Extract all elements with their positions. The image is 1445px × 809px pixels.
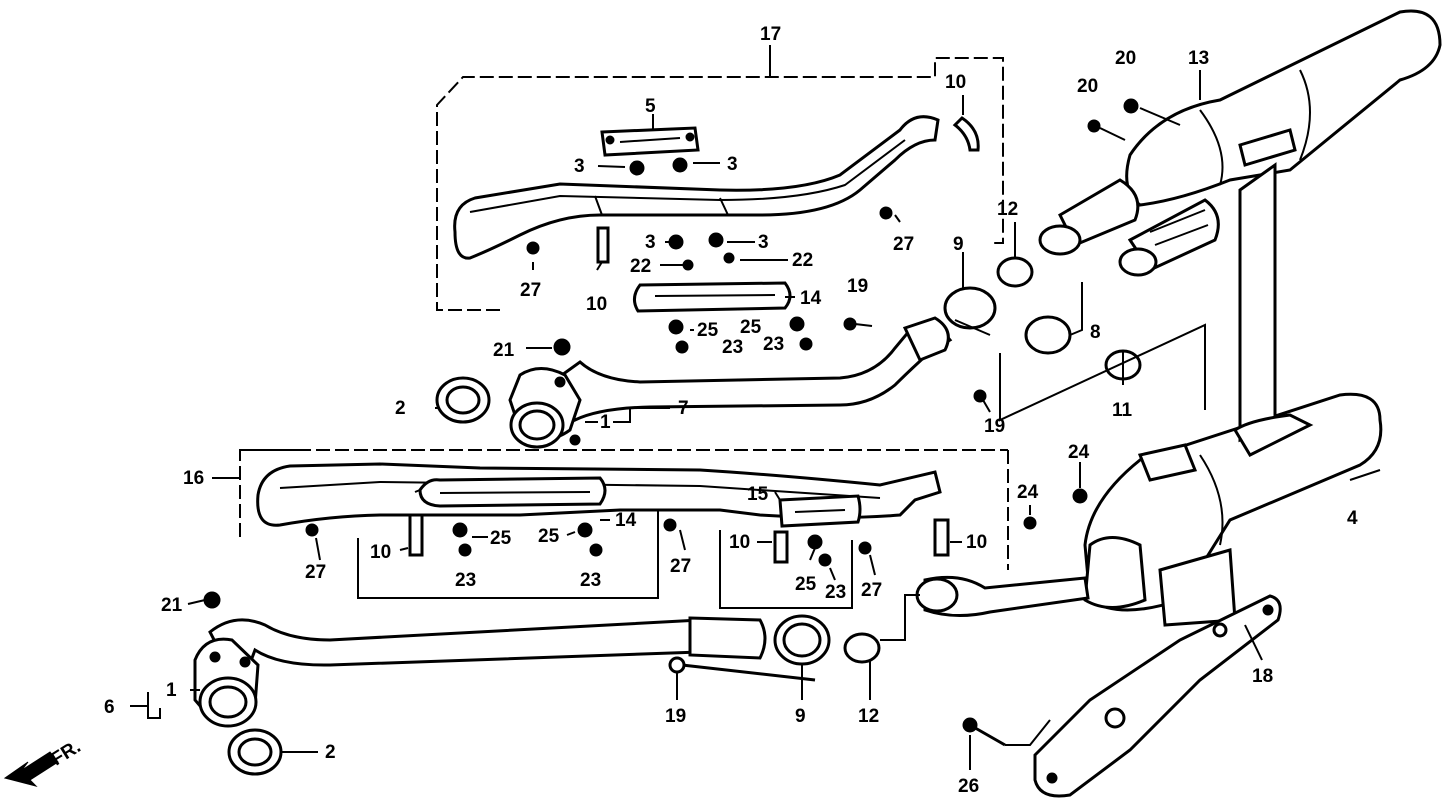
callout-1: 1	[166, 680, 177, 701]
gaskets	[227, 376, 491, 776]
callout-10: 10	[966, 532, 987, 553]
callout-22: 22	[630, 256, 651, 277]
callout-23: 23	[455, 570, 476, 591]
callout-9: 9	[953, 234, 964, 255]
upper-muffler-13	[1038, 9, 1442, 277]
hardware-dots	[203, 98, 1139, 747]
callout-20: 20	[1077, 76, 1098, 97]
front-direction-arrow: FR.	[3, 736, 85, 787]
callout-16: 16	[183, 468, 204, 489]
callout-22: 22	[792, 250, 813, 271]
callout-24: 24	[1017, 482, 1039, 503]
clamps	[668, 256, 1142, 682]
callout-25: 25	[740, 317, 762, 338]
callout-8: 8	[1090, 322, 1101, 343]
small-clamps-10	[408, 116, 980, 564]
callout-1: 1	[600, 412, 611, 433]
callout-3: 3	[727, 154, 738, 175]
callout-25: 25	[490, 528, 512, 549]
callout-27: 27	[861, 580, 882, 601]
callout-14: 14	[615, 510, 637, 531]
bracket-18	[1033, 594, 1282, 798]
callout-10: 10	[586, 294, 607, 315]
callout-14: 14	[800, 288, 822, 309]
callout-9: 9	[795, 706, 806, 727]
callout-2: 2	[325, 742, 336, 763]
callout-20: 20	[1115, 48, 1136, 69]
callout-21: 21	[493, 340, 515, 361]
bracket-5	[600, 126, 700, 157]
callout-10: 10	[945, 72, 966, 93]
callout-27: 27	[305, 562, 326, 583]
callout-10: 10	[729, 532, 750, 553]
callout-26: 26	[958, 776, 979, 797]
callout-19: 19	[847, 276, 868, 297]
callout-27: 27	[893, 234, 914, 255]
callout-25: 25	[538, 526, 560, 547]
callout-25: 25	[697, 320, 719, 341]
group-16-frame	[239, 449, 1009, 609]
callouts: 17 5 3 3 3 3 22 22 14 25 25 23 23 10 10 …	[104, 24, 1358, 797]
upper-heat-shield	[453, 115, 940, 260]
callout-24: 24	[1068, 442, 1090, 463]
callout-21: 21	[161, 595, 183, 616]
lower-muffler-4	[915, 392, 1383, 627]
callout-5: 5	[645, 96, 656, 117]
callout-4: 4	[1347, 508, 1358, 529]
leader-lines	[130, 70, 1381, 770]
callout-15: 15	[747, 484, 769, 505]
exhaust-pipe-6	[193, 616, 767, 728]
callout-11: 11	[1112, 400, 1133, 421]
callout-19: 19	[984, 416, 1005, 437]
muffler-stay	[1232, 162, 1314, 457]
callout-12: 12	[858, 706, 879, 727]
callout-3: 3	[645, 232, 656, 253]
callout-6: 6	[104, 697, 115, 718]
callout-25: 25	[795, 574, 817, 595]
callout-17: 17	[760, 24, 781, 45]
callout-7: 7	[678, 398, 689, 419]
callout-23: 23	[763, 334, 784, 355]
callout-23: 23	[825, 582, 846, 603]
callout-10: 10	[370, 542, 391, 563]
callout-27: 27	[670, 556, 691, 577]
callout-23: 23	[722, 337, 743, 358]
callout-13: 13	[1188, 48, 1209, 69]
group-17-frame	[436, 45, 1004, 311]
callout-19: 19	[665, 706, 686, 727]
callout-3: 3	[758, 232, 769, 253]
callout-3: 3	[574, 156, 585, 177]
callout-2: 2	[395, 398, 406, 419]
callout-12: 12	[997, 199, 1018, 220]
callout-18: 18	[1252, 666, 1273, 687]
heat-shield-strips	[418, 281, 862, 528]
callout-23: 23	[580, 570, 601, 591]
callout-27: 27	[520, 280, 541, 301]
exhaust-pipe-7	[508, 316, 953, 449]
